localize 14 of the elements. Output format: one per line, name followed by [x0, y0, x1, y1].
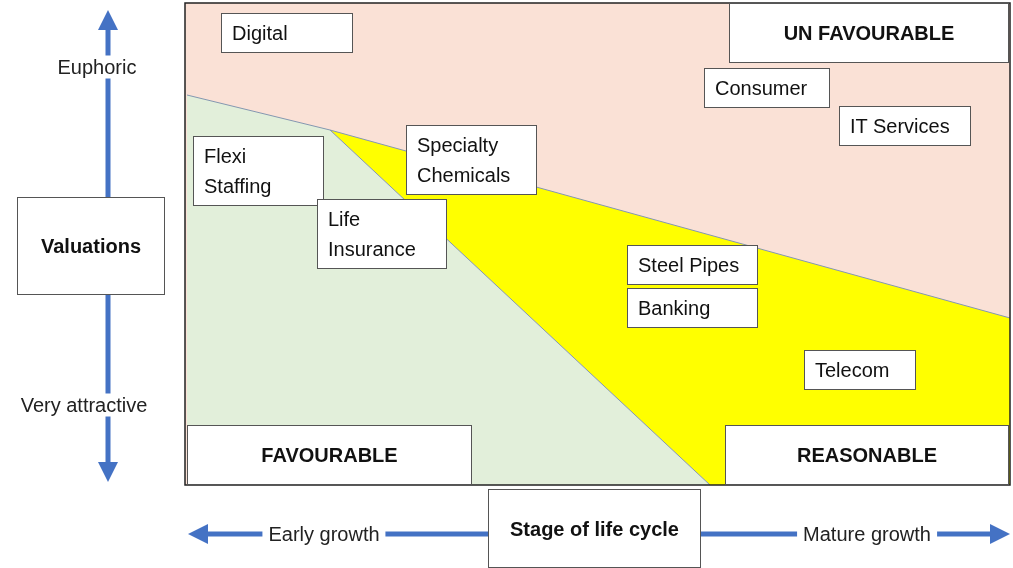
- sector-box: Life Insurance: [317, 199, 447, 269]
- sector-box: Digital: [221, 13, 353, 53]
- sector-box: Consumer: [704, 68, 830, 108]
- sector-box: Steel Pipes: [627, 245, 758, 285]
- sector-box: Flexi Staffing: [193, 136, 324, 206]
- zone-label-box: REASONABLE: [725, 425, 1009, 485]
- zone-label-box: FAVOURABLE: [187, 425, 472, 485]
- zone-label-box: UN FAVOURABLE: [729, 3, 1009, 63]
- sector-box: Banking: [627, 288, 758, 328]
- sector-box: Specialty Chemicals: [406, 125, 537, 195]
- axis-title-box: Stage of life cycle: [488, 489, 701, 568]
- sector-box: IT Services: [839, 106, 971, 146]
- axis-title-box: Valuations: [17, 197, 165, 295]
- sector-box: Telecom: [804, 350, 916, 390]
